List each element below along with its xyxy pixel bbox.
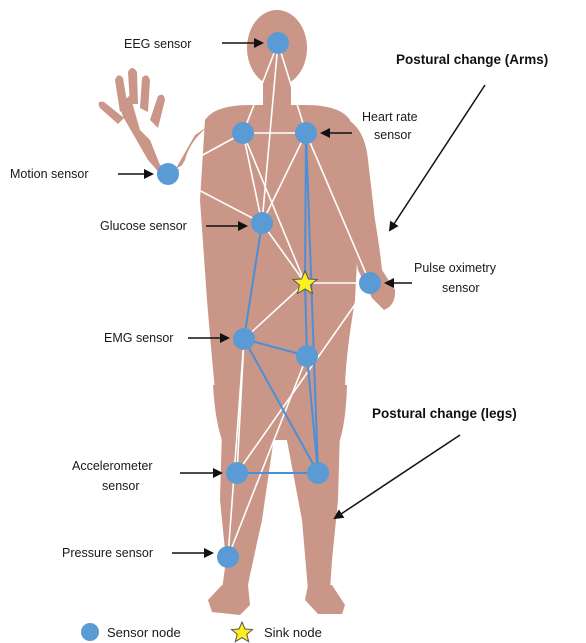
heart-rate-sensor-label-line2: sensor xyxy=(374,128,412,142)
emg-sensor-node xyxy=(233,328,255,350)
legend-sensor-node-icon xyxy=(81,623,99,641)
hip-right-sensor-node xyxy=(296,345,318,367)
pulse-oximetry-sensor-label-line2: sensor xyxy=(442,281,480,295)
accelerometer-sensor-label-line1: Accelerometer xyxy=(72,459,153,473)
accelerometer-sensor-label-line2: sensor xyxy=(102,479,140,493)
heart-rate-sensor-node xyxy=(295,122,317,144)
legend-sink-node-label: Sink node xyxy=(264,625,322,640)
pressure-sensor-label: Pressure sensor xyxy=(62,546,153,560)
knee-right-sensor-node xyxy=(307,462,329,484)
legend-sink-node-star-icon xyxy=(232,622,253,642)
motion-sensor-node xyxy=(157,163,179,185)
pulse-oximetry-sensor-label-line1: Pulse oximetry xyxy=(414,261,497,275)
pulse-oximetry-sensor-node xyxy=(359,272,381,294)
motion-sensor-label: Motion sensor xyxy=(10,167,89,181)
accelerometer-sensor-node xyxy=(226,462,248,484)
legend: Sensor node Sink node xyxy=(81,622,322,642)
eeg-sensor-label: EEG sensor xyxy=(124,37,191,51)
chest-left-sensor-node xyxy=(232,122,254,144)
human-body-silhouette xyxy=(99,10,395,615)
pressure-sensor-node xyxy=(217,546,239,568)
heart-rate-sensor-label-line1: Heart rate xyxy=(362,110,418,124)
glucose-sensor-label: Glucose sensor xyxy=(100,219,187,233)
postural-change-arms-label: Postural change (Arms) xyxy=(396,52,548,67)
legend-sensor-node-label: Sensor node xyxy=(107,625,181,640)
postural-change-legs-label: Postural change (legs) xyxy=(372,406,517,421)
emg-sensor-label: EMG sensor xyxy=(104,331,173,345)
eeg-sensor-node xyxy=(267,32,289,54)
glucose-sensor-node xyxy=(251,212,273,234)
